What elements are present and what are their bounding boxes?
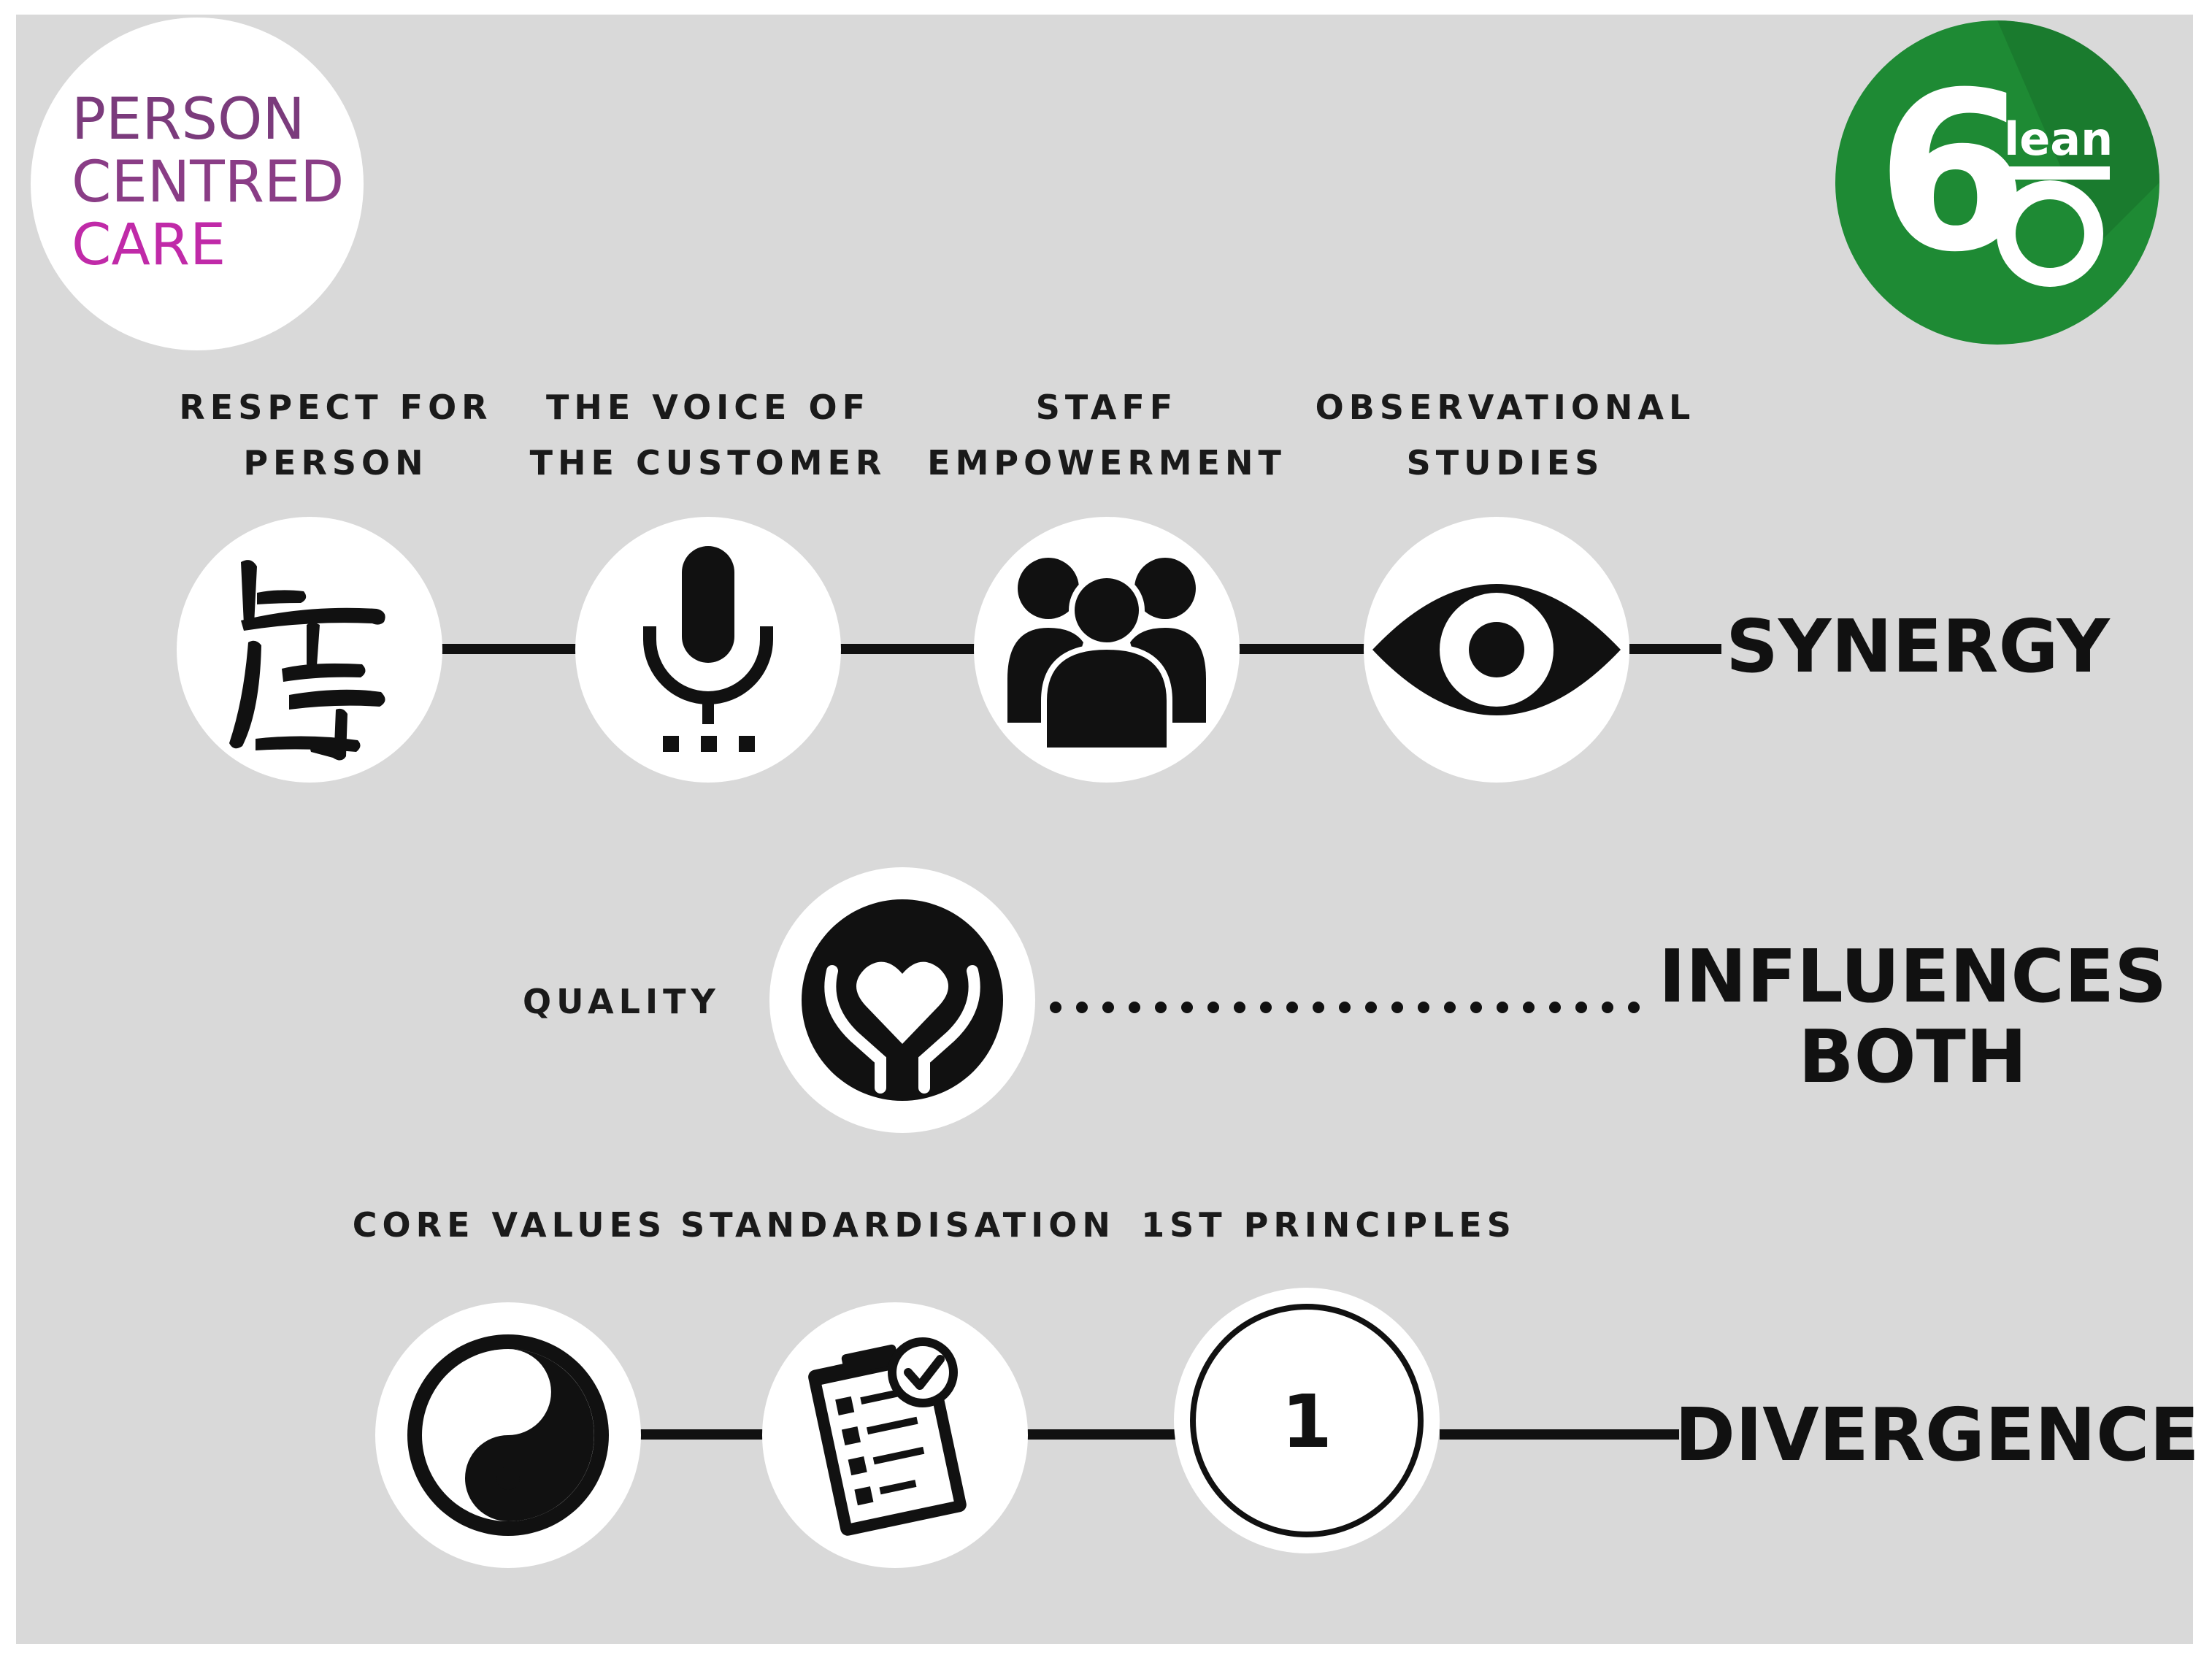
connector-dot	[1286, 1002, 1298, 1013]
influences-row: QUALITY INFLUENCES BOTH	[523, 867, 2167, 1133]
dotted-connector	[1050, 1002, 1640, 1013]
connector-dot	[1313, 1002, 1324, 1013]
label-respect-for-person-line2: PERSON	[243, 443, 428, 483]
connector-dot	[1181, 1002, 1193, 1013]
label-quality: QUALITY	[523, 982, 721, 1021]
number-one-icon: 1	[1174, 1288, 1440, 1553]
connector-dot	[1391, 1002, 1403, 1013]
connector-dot	[1628, 1002, 1640, 1013]
clipboard-check-icon	[762, 1302, 1028, 1568]
connector-line	[838, 644, 977, 654]
outcome-divergence: DIVERGENCE	[1675, 1392, 2200, 1478]
connector-dot	[1129, 1002, 1140, 1013]
connector-dot	[1602, 1002, 1613, 1013]
people-group-icon	[974, 517, 1240, 783]
label-1st-principles: 1ST PRINCIPLES	[1141, 1205, 1516, 1245]
connector-dot	[1339, 1002, 1351, 1013]
background-panel	[16, 15, 2193, 1644]
outcome-influences-line2: BOTH	[1798, 1014, 2027, 1099]
connector-dot	[1549, 1002, 1561, 1013]
label-standardisation: STANDARDISATION	[680, 1205, 1115, 1245]
outcome-influences-line1: INFLUENCES	[1659, 934, 2167, 1019]
connector-dot	[1234, 1002, 1245, 1013]
microphone-icon	[575, 517, 841, 783]
label-staff-empowerment-line2: EMPOWERMENT	[927, 443, 1286, 483]
outcome-synergy: SYNERGY	[1726, 604, 2111, 689]
connector-dot	[1260, 1002, 1272, 1013]
divergence-row: CORE VALUES STANDARDISATION 1ST PRINCIPL…	[353, 1205, 2200, 1568]
label-voice-of-customer-line1: THE VOICE OF	[546, 388, 870, 427]
label-staff-empowerment-line1: STAFF	[1036, 388, 1178, 427]
connector-line	[1026, 1429, 1177, 1440]
label-voice-of-customer-line2: THE CUSTOMER	[530, 443, 887, 483]
kanji-respect-icon	[177, 517, 442, 783]
connector-dot	[1575, 1002, 1587, 1013]
connector-dot	[1155, 1002, 1167, 1013]
number-one-text: 1	[1281, 1379, 1332, 1464]
person-centred-care-logo: PERSON CENTRED CARE	[31, 18, 364, 350]
connector-dot	[1523, 1002, 1535, 1013]
connector-line	[1237, 644, 1375, 654]
hands-heart-icon	[769, 867, 1035, 1133]
label-observational-studies-line2: STUDIES	[1407, 443, 1605, 483]
connector-dot	[1207, 1002, 1219, 1013]
yin-yang-icon	[375, 1302, 641, 1568]
connector-line	[640, 1429, 764, 1440]
connector-dot	[1418, 1002, 1429, 1013]
pcc-line-3: CARE	[72, 212, 226, 278]
connector-dot	[1050, 1002, 1061, 1013]
connector-dot	[1444, 1002, 1456, 1013]
pcc-line-2: CENTRED	[72, 150, 344, 215]
connector-dot	[1497, 1002, 1508, 1013]
lean-word: lean	[2004, 112, 2113, 166]
lean-logo: 6 lean	[1835, 20, 2159, 345]
synergy-row: RESPECT FOR PERSON THE VOICE OF THE CUST…	[177, 388, 2111, 783]
connector-line	[1440, 1429, 1679, 1440]
connector-line	[438, 644, 577, 654]
label-observational-studies-line1: OBSERVATIONAL	[1316, 388, 1696, 427]
connector-dot	[1470, 1002, 1482, 1013]
connector-dot	[1102, 1002, 1114, 1013]
eye-icon	[1364, 517, 1629, 783]
connector-line	[1629, 644, 1721, 654]
label-respect-for-person-line1: RESPECT FOR	[179, 388, 492, 427]
connector-dot	[1365, 1002, 1377, 1013]
label-core-values: CORE VALUES	[353, 1205, 667, 1245]
connector-dot	[1076, 1002, 1088, 1013]
pcc-line-1: PERSON	[72, 87, 305, 153]
